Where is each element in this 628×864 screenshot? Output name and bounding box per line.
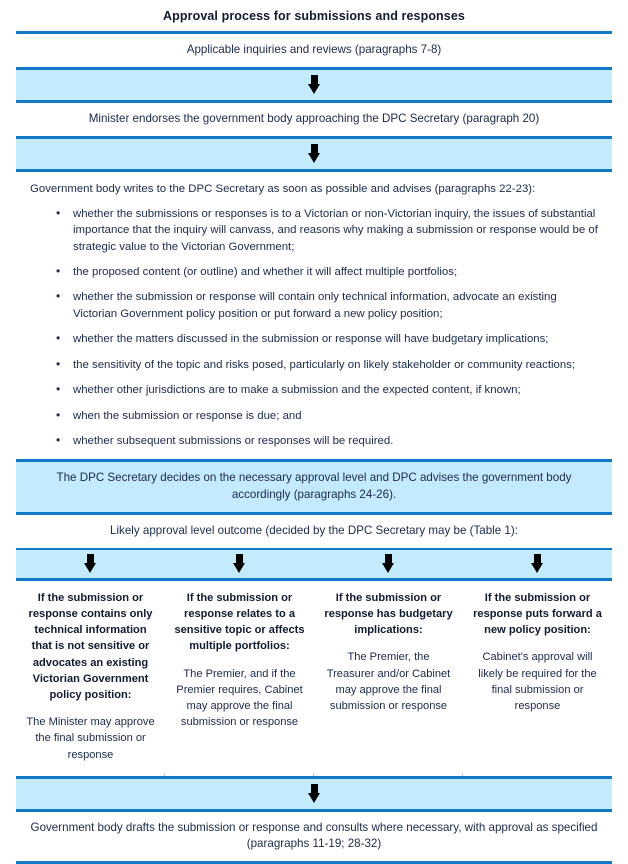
outcome-intro: Likely approval level outcome (decided b… <box>16 515 612 548</box>
arrow-cell <box>463 554 612 574</box>
step-government-body-writes: Government body writes to the DPC Secret… <box>16 171 612 460</box>
advice-bullet-list: whether the submissions or responses is … <box>30 205 598 450</box>
list-item: the sensitivity of the topic and risks p… <box>30 356 598 374</box>
down-arrow-icon <box>307 784 321 804</box>
arrow-band-1 <box>16 69 612 100</box>
arrow-cell <box>314 554 463 574</box>
divider-rule <box>16 577 612 581</box>
divider-rule <box>16 547 612 550</box>
arrow-band-final <box>16 778 612 809</box>
divider-rule <box>16 99 612 103</box>
divider-rule <box>16 66 612 70</box>
divider-rule <box>16 808 612 812</box>
down-arrow-icon <box>382 554 395 574</box>
list-item: whether the submission or response will … <box>30 288 598 322</box>
list-item: when the submission or response is due; … <box>30 407 598 425</box>
down-arrow-icon <box>233 554 246 574</box>
outcome-body: The Premier, the Treasurer and/or Cabine… <box>326 651 451 712</box>
outcome-body: The Minister may approve the final submi… <box>26 716 155 761</box>
outcome-column-1: If the submission or response contains o… <box>16 581 165 773</box>
arrow-cell <box>16 554 165 574</box>
down-arrow-icon <box>84 554 97 574</box>
column-tick-dividers <box>16 772 612 776</box>
down-arrow-icon <box>307 144 321 164</box>
outcome-column-2: If the submission or response relates to… <box>165 581 314 773</box>
step-minister-endorses: Minister endorses the government body ap… <box>16 102 612 136</box>
arrow-band-2 <box>16 138 612 169</box>
divider-rule <box>16 512 612 516</box>
step-dpc-secretary-decides: The DPC Secretary decides on the necessa… <box>16 462 612 513</box>
divider-rule <box>16 459 612 463</box>
arrow-band-outcomes <box>16 549 612 578</box>
divider-rule <box>16 775 612 779</box>
down-arrow-icon <box>307 75 321 95</box>
list-intro-text: Government body writes to the DPC Secret… <box>30 182 536 195</box>
list-item: whether subsequent submissions or respon… <box>30 432 598 450</box>
outcome-heading: If the submission or response puts forwa… <box>473 591 602 637</box>
flowchart-title: Approval process for submissions and res… <box>16 0 612 31</box>
step-applicable-inquiries: Applicable inquiries and reviews (paragr… <box>16 34 612 67</box>
arrow-cell <box>165 554 314 574</box>
outcome-column-3: If the submission or response has budget… <box>314 581 463 773</box>
step-government-body-drafts: Government body drafts the submission or… <box>16 811 612 862</box>
list-item: whether other jurisdictions are to make … <box>30 381 598 399</box>
outcome-column-4: If the submission or response puts forwa… <box>463 581 612 773</box>
outcome-body: The Premier, and if the Premier requires… <box>176 667 303 729</box>
down-arrow-icon <box>531 554 544 574</box>
outcome-heading: If the submission or response relates to… <box>174 591 305 653</box>
divider-rule <box>16 135 612 139</box>
list-item: whether the submissions or responses is … <box>30 205 598 255</box>
divider-rule <box>16 31 612 34</box>
outcome-body: Cabinet's approval will likely be requir… <box>478 651 597 712</box>
list-item: the proposed content (or outline) and wh… <box>30 263 598 281</box>
outcome-columns: If the submission or response contains o… <box>16 580 612 773</box>
list-item: whether the matters discussed in the sub… <box>30 330 598 348</box>
outcome-heading: If the submission or response contains o… <box>28 591 153 701</box>
divider-rule <box>16 168 612 172</box>
outcome-heading: If the submission or response has budget… <box>324 591 453 637</box>
